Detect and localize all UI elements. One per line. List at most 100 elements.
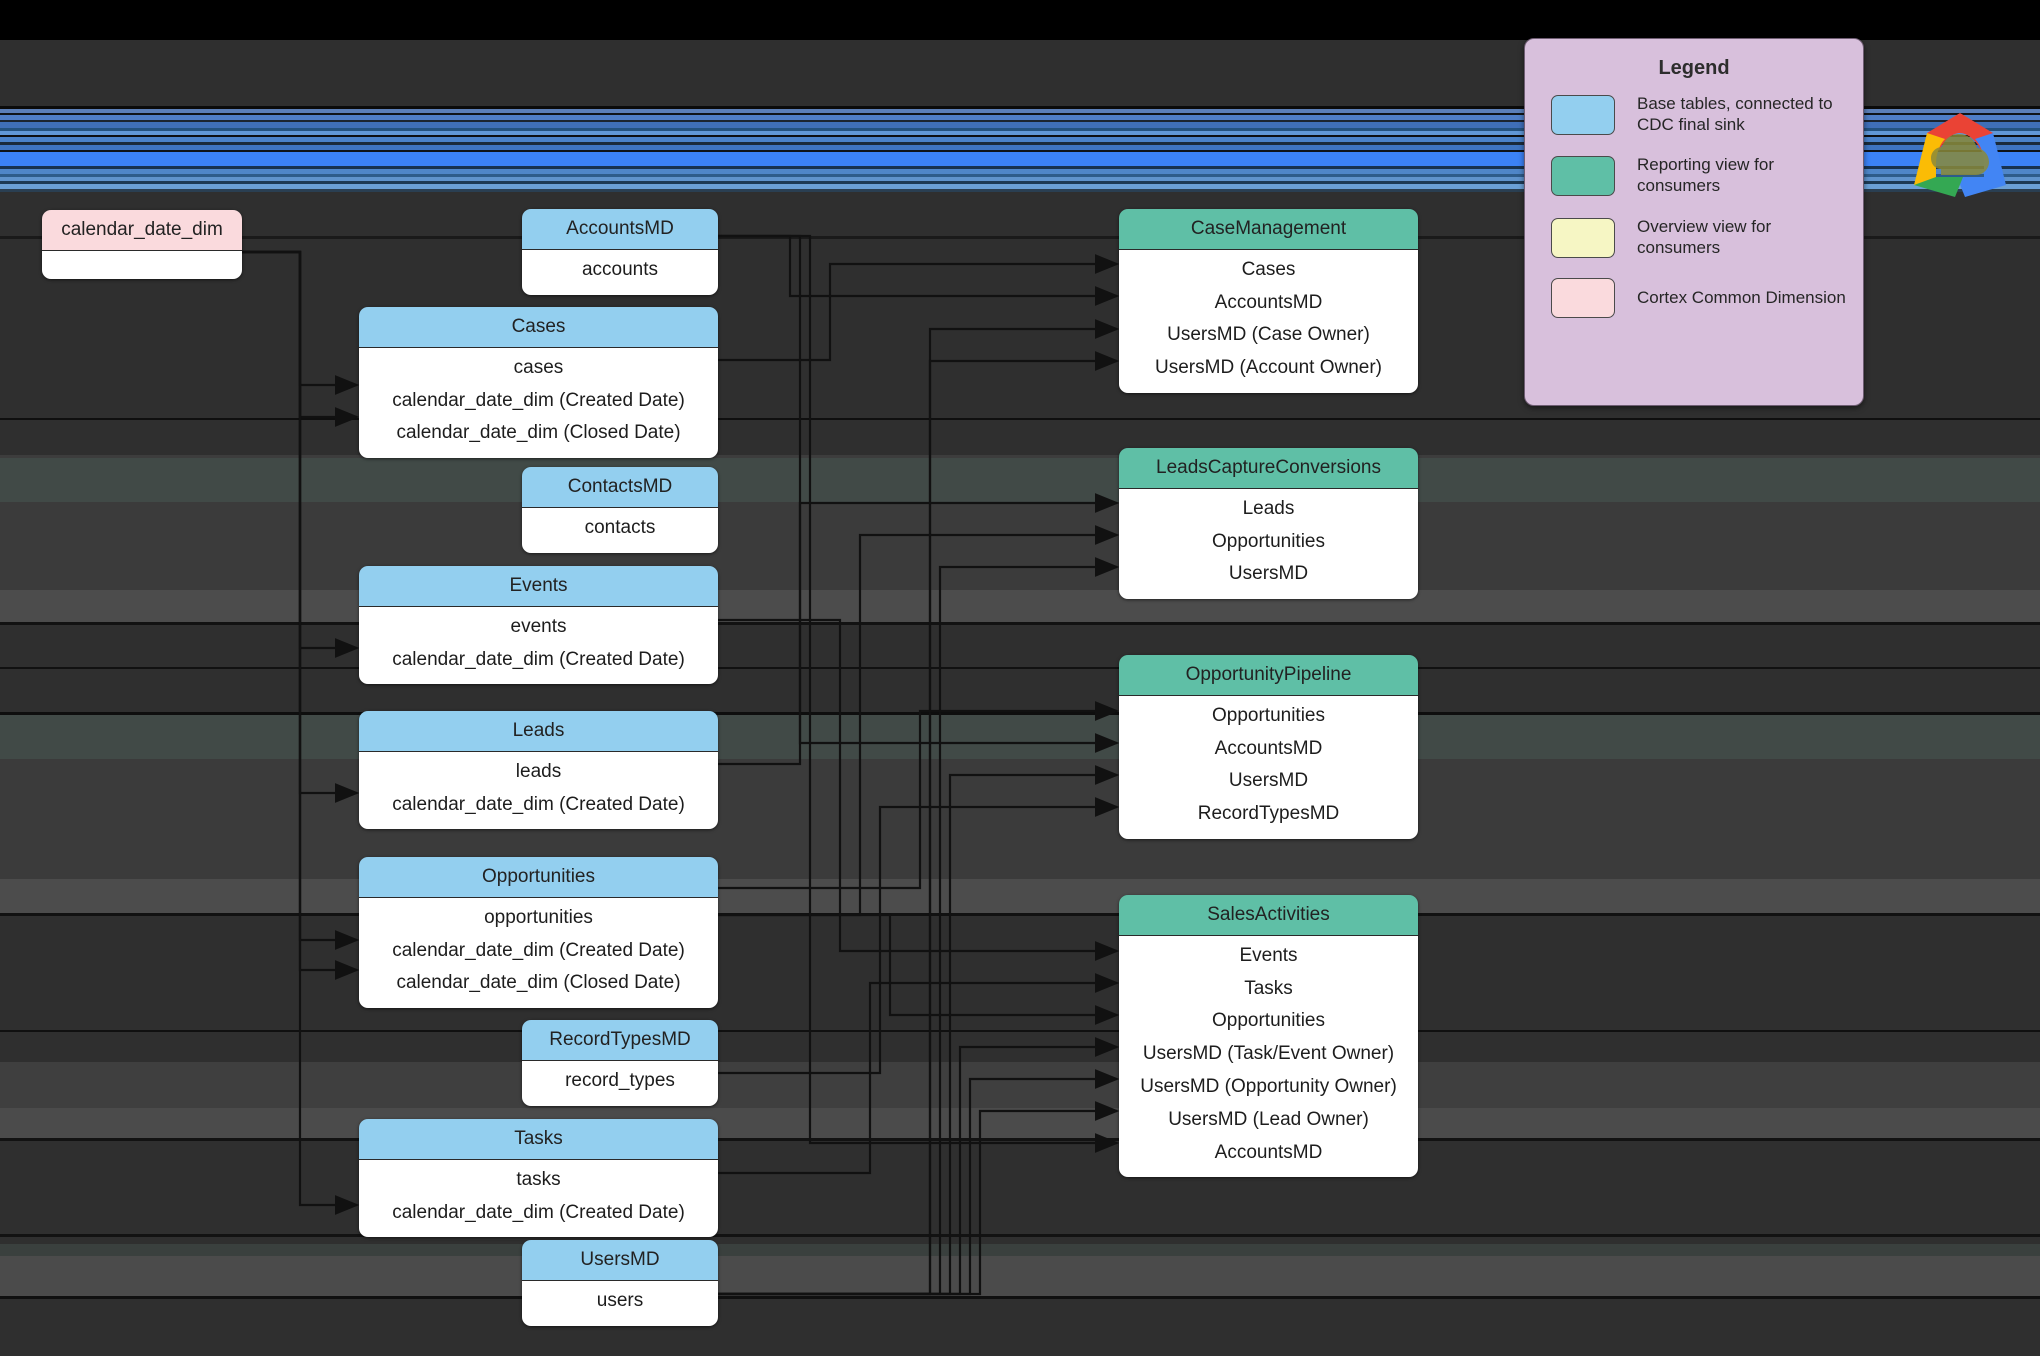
smear-band — [0, 667, 2040, 669]
entity-node-field: Leads — [1242, 497, 1295, 519]
blue-stripe — [0, 120, 2040, 122]
legend-swatch — [1551, 217, 1615, 258]
entity-node-field: Opportunities — [1211, 1010, 1325, 1032]
legend-title: Legend — [1658, 57, 1730, 79]
smear-band — [0, 1030, 2040, 1032]
legend-item: Reporting view for consumers — [1551, 155, 1863, 197]
entity-node-fields: contacts — [522, 507, 718, 553]
legend-label: Cortex Common Dimension — [1637, 288, 1846, 308]
entity-node-title: AccountsMD — [522, 209, 718, 250]
blue-stripe — [0, 109, 2040, 113]
smear-band — [0, 1256, 2040, 1296]
blue-stripe — [0, 131, 2040, 135]
entity-node-field: UsersMD (Lead Owner) — [1168, 1108, 1369, 1130]
entity-node-title: Opportunities — [359, 857, 718, 898]
entity-node-title: OpportunityPipeline — [1119, 655, 1418, 696]
entity-node-field: contacts — [584, 516, 656, 538]
entity-node-title: Cases — [359, 307, 718, 348]
smear-band — [0, 1234, 2040, 1237]
entity-node-field: accounts — [581, 258, 659, 280]
entity-node-title: Tasks — [359, 1119, 718, 1160]
entity-node-field: UsersMD (Task/Event Owner) — [1142, 1043, 1395, 1065]
entity-node-field: Events — [1239, 944, 1298, 966]
entity-node-field: tasks — [516, 1168, 561, 1190]
blue-stripe — [0, 145, 2040, 150]
entity-node-field: RecordTypesMD — [1197, 803, 1340, 825]
entity-node-title: SalesActivities — [1119, 895, 1418, 936]
blue-stripe — [0, 174, 2040, 177]
entity-node-fields: events calendar_date_dim (Created Date) — [359, 606, 718, 685]
blue-stripe — [0, 181, 2040, 184]
entity-node-field: leads — [515, 760, 562, 782]
legend-rows: Base tables, connected to CDC final sink… — [1525, 94, 1863, 319]
entity-node-accountsmd[interactable]: AccountsMD accounts — [522, 209, 718, 295]
blue-stripe — [0, 169, 2040, 174]
legend-swatch — [1551, 94, 1615, 135]
entity-node-fields — [42, 250, 242, 279]
blue-stripe — [0, 106, 2040, 109]
legend-label: Overview view for consumers — [1637, 216, 1772, 257]
smear-band — [0, 879, 2040, 913]
entity-node-fields: users — [522, 1280, 718, 1326]
entity-node-field: AccountsMD — [1214, 1141, 1323, 1163]
entity-node-calendar_date_dim[interactable]: calendar_date_dim — [42, 210, 242, 279]
entity-node-title: RecordTypesMD — [522, 1020, 718, 1061]
entity-node-title: Events — [359, 566, 718, 607]
entity-node-events[interactable]: Events events calendar_date_dim (Created D… — [359, 566, 718, 685]
legend-item: Overview view for consumers — [1551, 217, 1863, 258]
entity-node-title: ContactsMD — [522, 467, 718, 508]
google-cloud-logo — [1914, 113, 2006, 197]
smear-band — [0, 502, 2040, 590]
entity-node-fields: leads calendar_date_dim (Created Date) — [359, 751, 718, 830]
entity-node-field: calendar_date_dim (Closed Date) — [396, 972, 681, 994]
entity-node-field: calendar_date_dim (Created Date) — [392, 648, 685, 670]
legend-swatch — [1551, 278, 1615, 319]
smear-band — [0, 622, 2040, 625]
smear-band — [0, 590, 2040, 622]
entity-node-field: UsersMD (Case Owner) — [1167, 324, 1370, 346]
entity-node-field: cases — [513, 356, 564, 378]
smear-band — [0, 759, 2040, 879]
entity-node-field: Cases — [1241, 258, 1296, 280]
entity-node-field: UsersMD — [1228, 770, 1309, 792]
blue-stripe — [0, 177, 2040, 181]
smear-band — [0, 458, 2040, 502]
blue-stripe — [0, 135, 2040, 137]
entity-node-field: UsersMD (Account Owner) — [1155, 357, 1382, 379]
legend-swatch — [1551, 156, 1615, 197]
entity-node-field: events — [510, 615, 567, 637]
blue-stripe — [0, 122, 2040, 128]
entity-node-field: Opportunities — [1211, 704, 1325, 726]
entity-node-field: AccountsMD — [1214, 737, 1323, 759]
entity-node-field: UsersMD — [1228, 563, 1309, 585]
entity-node-field: AccountsMD — [1214, 291, 1323, 313]
legend-label: Reporting view for consumers — [1637, 155, 1775, 196]
entity-node-field: calendar_date_dim (Closed Date) — [396, 422, 681, 444]
blue-stripe — [0, 137, 2040, 142]
entity-node-field: calendar_date_dim (Created Date) — [392, 793, 685, 815]
legend-item: Cortex Common Dimension — [1551, 278, 1863, 319]
smear-band — [0, 1296, 2040, 1299]
entity-node-field: opportunities — [484, 906, 593, 928]
blue-stripe — [0, 128, 2040, 131]
blue-stripe — [0, 184, 2040, 189]
entity-node-field: UsersMD (Opportunity Owner) — [1140, 1076, 1397, 1098]
smear-band — [0, 715, 2040, 759]
entity-node-contactsmd[interactable]: ContactsMD contacts — [522, 467, 718, 553]
smear-band — [0, 1062, 2040, 1108]
